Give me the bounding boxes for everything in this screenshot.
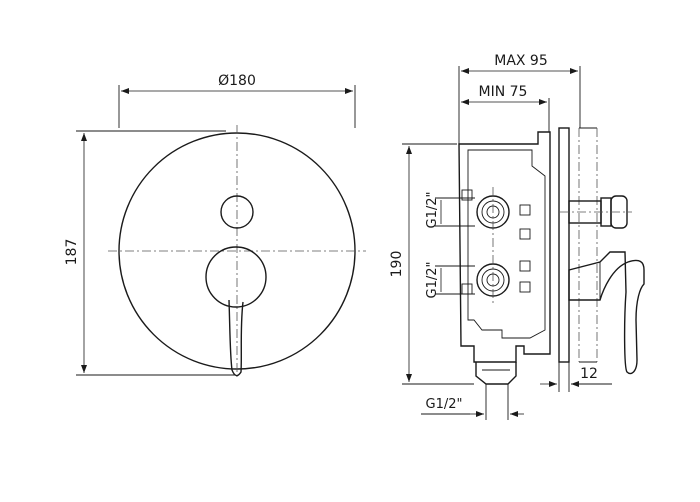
mounting-lug: [519, 260, 531, 272]
side-view: MAX 95 MIN 75 190 G1/2" G1/2" G1/2": [389, 53, 645, 420]
diverter-knob: [220, 195, 254, 229]
lever-side-profile: [568, 251, 645, 375]
front-height-label: 187: [64, 239, 80, 266]
valve-body-inner-contour: [467, 149, 546, 339]
mounting-lug: [519, 204, 531, 216]
plate-offset-label: 12: [580, 366, 598, 382]
bottom-outlet: [475, 362, 517, 385]
lever-handle: [228, 299, 244, 377]
lower-thread-label: G1/2": [425, 262, 440, 299]
side-height-label: 190: [389, 251, 405, 278]
diverter-spindle: [560, 195, 632, 229]
mounting-lug: [461, 189, 473, 201]
lever-hub: [205, 246, 267, 308]
min-depth-label: MIN 75: [479, 84, 528, 100]
valve-body-outline: [458, 131, 551, 363]
cover-plate-side: [558, 127, 570, 363]
mounting-lug: [519, 228, 531, 240]
diameter-label: Ø180: [218, 73, 256, 89]
mounting-lug: [519, 281, 531, 293]
upper-thread-label: G1/2": [425, 192, 440, 229]
bottom-thread-label: G1/2": [426, 397, 463, 412]
mounting-lug: [461, 283, 473, 295]
max-depth-label: MAX 95: [494, 53, 548, 69]
front-view: Ø180 187: [64, 73, 366, 380]
